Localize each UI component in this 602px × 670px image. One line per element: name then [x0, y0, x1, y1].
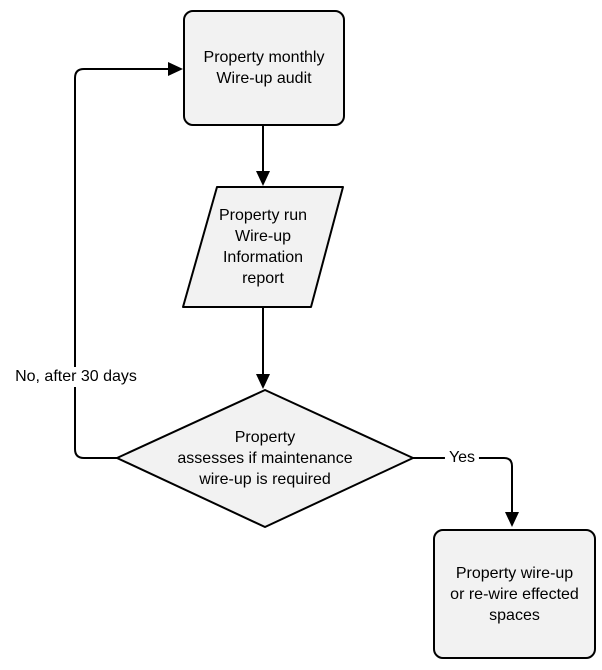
arrowhead-into-audit	[168, 62, 183, 76]
edge-label-no: No, after 30 days	[11, 367, 141, 387]
edge-label-yes: Yes	[444, 448, 480, 468]
edge-decision-to-rewire	[413, 457, 513, 513]
node-decision-label: Property assesses if maintenance wire-up…	[177, 429, 353, 488]
node-rewire-shape	[433, 529, 596, 659]
node-audit-label: Property monthly Wire-up audit	[203, 49, 325, 87]
node-decision-shape	[116, 389, 414, 528]
edge-decision-to-audit	[74, 68, 169, 459]
node-audit-shape	[183, 10, 345, 126]
arrowhead-into-rewire	[505, 512, 519, 527]
node-report-label: Property run Wire-up Information report	[218, 207, 308, 287]
node-rewire-label: Property wire-up or re-wire effected spa…	[450, 564, 579, 624]
node-report-shape	[182, 186, 344, 308]
arrowhead-into-report	[256, 171, 270, 186]
arrowhead-into-decision	[256, 374, 270, 389]
